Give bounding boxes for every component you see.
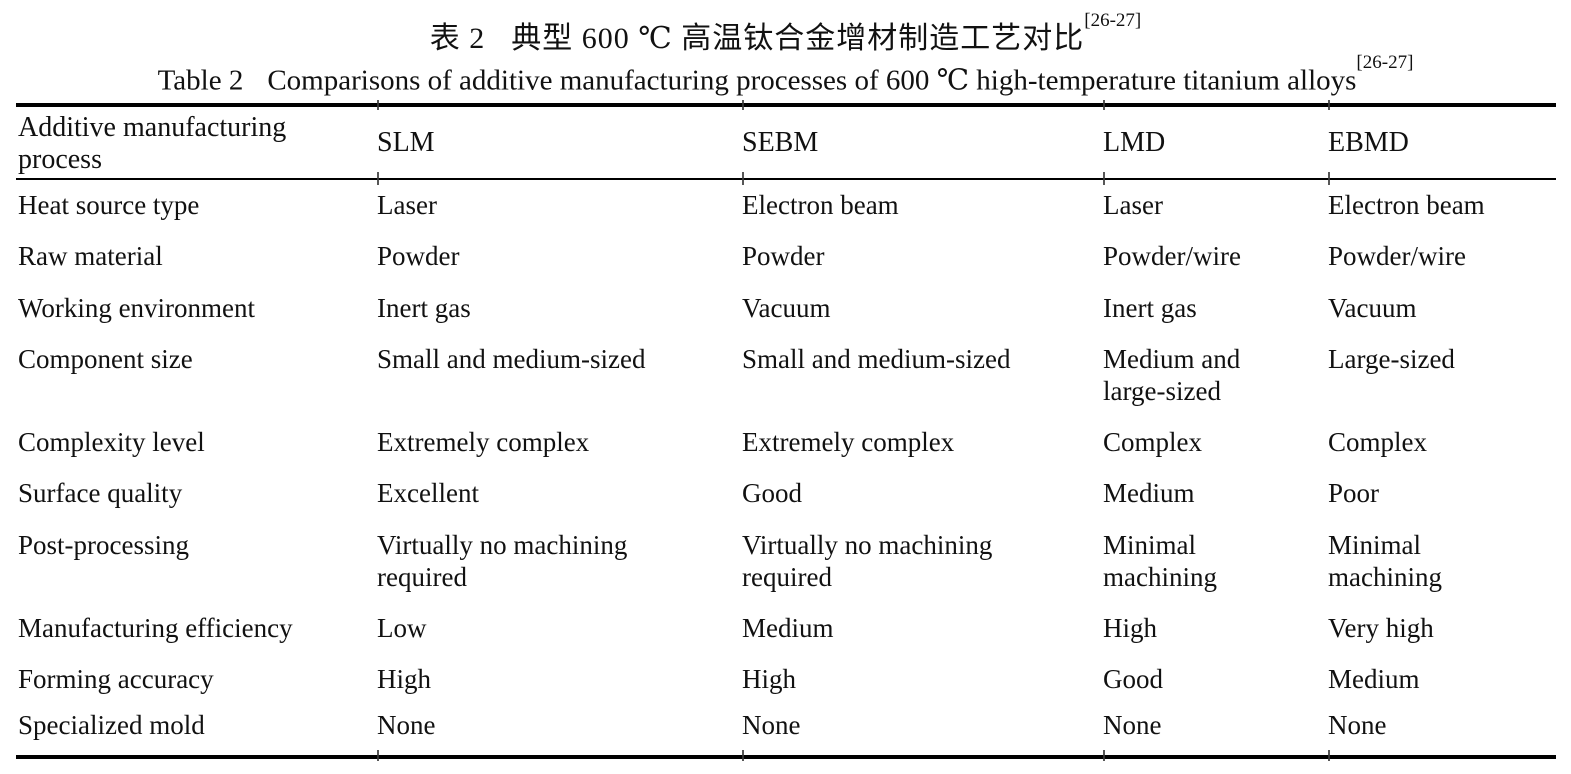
row-label: Forming accuracy xyxy=(18,664,214,694)
table-row: Surface quality Excellent Good Medium Poor xyxy=(16,468,1556,520)
table-row: Complexity level Extremely complex Extreme… xyxy=(16,417,1556,468)
table-cell: Extremely complex xyxy=(377,427,590,457)
table-bottom-rule xyxy=(16,755,1556,759)
table-cell: Medium xyxy=(1328,664,1420,694)
column-header-process: Additive manufacturing process xyxy=(18,112,287,175)
column-divider-tick xyxy=(1103,750,1105,761)
table-header-row: Additive manufacturing process SLM SEBM … xyxy=(16,107,1556,178)
table-cell: Virtually no machining required xyxy=(742,530,993,592)
table-cell: High xyxy=(742,664,796,694)
table-title-zh: 表 2 典型 600 ℃ 高温钛合金增材制造工艺对比[26-27] xyxy=(0,10,1571,57)
table-cell: Powder/wire xyxy=(1103,241,1241,271)
column-divider-tick xyxy=(377,172,379,185)
comparison-table: Additive manufacturing process SLM SEBM … xyxy=(16,100,1556,761)
table-cell: High xyxy=(377,664,431,694)
column-divider-tick xyxy=(1103,172,1105,185)
table-cell: Good xyxy=(1103,664,1163,694)
table-cell: Vacuum xyxy=(1328,293,1417,323)
table-cell: Vacuum xyxy=(742,293,831,323)
citation-ref-en: [26-27] xyxy=(1356,52,1414,73)
table-cell: None xyxy=(742,710,801,740)
row-label: Working environment xyxy=(18,293,256,323)
table-cell: Medium and large-sized xyxy=(1103,344,1241,406)
table-row: Component size Small and medium-sized Smal… xyxy=(16,334,1556,417)
table-row: Manufacturing efficiency Low Medium High Ver… xyxy=(16,603,1556,654)
column-divider-tick xyxy=(1328,172,1330,185)
row-label: Component size xyxy=(18,344,193,374)
table-cell: Laser xyxy=(377,190,437,220)
table-cell: Minimal machining xyxy=(1328,530,1442,592)
table-row: Forming accuracy High High Good Medium xyxy=(16,654,1556,700)
row-label: Heat source type xyxy=(18,190,200,220)
table-cell: Extremely complex xyxy=(742,427,955,457)
column-divider-tick xyxy=(1328,100,1330,110)
table-cell: Medium xyxy=(742,613,834,643)
column-divider-tick xyxy=(377,750,379,761)
row-label: Surface quality xyxy=(18,478,183,508)
column-divider-tick xyxy=(742,750,744,761)
table-cell: Complex xyxy=(1103,427,1202,457)
table-cell: Powder xyxy=(742,241,825,271)
table-cell: High xyxy=(1103,613,1157,643)
column-divider-tick xyxy=(377,100,379,110)
table-cell: Inert gas xyxy=(377,293,471,323)
column-header-slm: SLM xyxy=(377,126,435,158)
table-cell: Small and medium-sized xyxy=(377,344,646,374)
table-cell: Medium xyxy=(1103,478,1195,508)
row-label: Complexity level xyxy=(18,427,205,457)
table-cell: Small and medium-sized xyxy=(742,344,1011,374)
table-cell: Virtually no machining required xyxy=(377,530,628,592)
row-label: Post-processing xyxy=(18,530,189,560)
table-cell: None xyxy=(1103,710,1162,740)
table-row: Specialized mold None None None None xyxy=(16,700,1556,747)
column-divider-tick xyxy=(742,100,744,110)
table-cell: Minimal machining xyxy=(1103,530,1217,592)
table-top-rule xyxy=(16,103,1556,107)
row-label: Raw material xyxy=(18,241,163,271)
table-cell: Large-sized xyxy=(1328,344,1455,374)
table-cell: None xyxy=(377,710,436,740)
table-cell: Poor xyxy=(1328,478,1380,508)
table-title-en: Table 2 Comparisons of additive manufactu… xyxy=(0,52,1571,99)
table-number-zh: 表 2 xyxy=(429,22,486,55)
column-divider-tick xyxy=(1103,100,1105,110)
table-cell: Powder xyxy=(377,241,460,271)
table-row: Raw material Powder Powder Powder/wire Powde… xyxy=(16,231,1556,283)
table-cell: Laser xyxy=(1103,190,1163,220)
row-label: Specialized mold xyxy=(18,710,205,740)
table-cell: Complex xyxy=(1328,427,1427,457)
row-label: Manufacturing efficiency xyxy=(18,613,293,643)
table-caption-en: Comparisons of additive manufacturing pr… xyxy=(267,64,1357,97)
table-cell: Electron beam xyxy=(742,190,899,220)
citation-ref-zh: [26-27] xyxy=(1084,10,1142,31)
column-header-lmd: LMD xyxy=(1103,126,1166,158)
table-row: Post-processing Virtually no machining re… xyxy=(16,520,1556,603)
table-cell: Excellent xyxy=(377,478,479,508)
table-cell: Low xyxy=(377,613,427,643)
table-header-rule xyxy=(16,178,1556,180)
table-cell: Good xyxy=(742,478,802,508)
table-row: Heat source type Laser Electron beam Laser E… xyxy=(16,180,1556,231)
table-cell: Inert gas xyxy=(1103,293,1197,323)
table-row: Working environment Inert gas Vacuum Inert … xyxy=(16,283,1556,334)
table-cell: Powder/wire xyxy=(1328,241,1466,271)
column-divider-tick xyxy=(742,172,744,185)
table-cell: Electron beam xyxy=(1328,190,1485,220)
table-cell: None xyxy=(1328,710,1387,740)
table-caption-zh: 典型 600 ℃ 高温钛合金增材制造工艺对比 xyxy=(511,22,1085,55)
table-number-en: Table 2 xyxy=(157,64,244,97)
column-divider-tick xyxy=(1328,750,1330,761)
table-cell: Very high xyxy=(1328,613,1434,643)
column-header-sebm: SEBM xyxy=(742,126,819,158)
column-header-ebmd: EBMD xyxy=(1328,126,1409,158)
